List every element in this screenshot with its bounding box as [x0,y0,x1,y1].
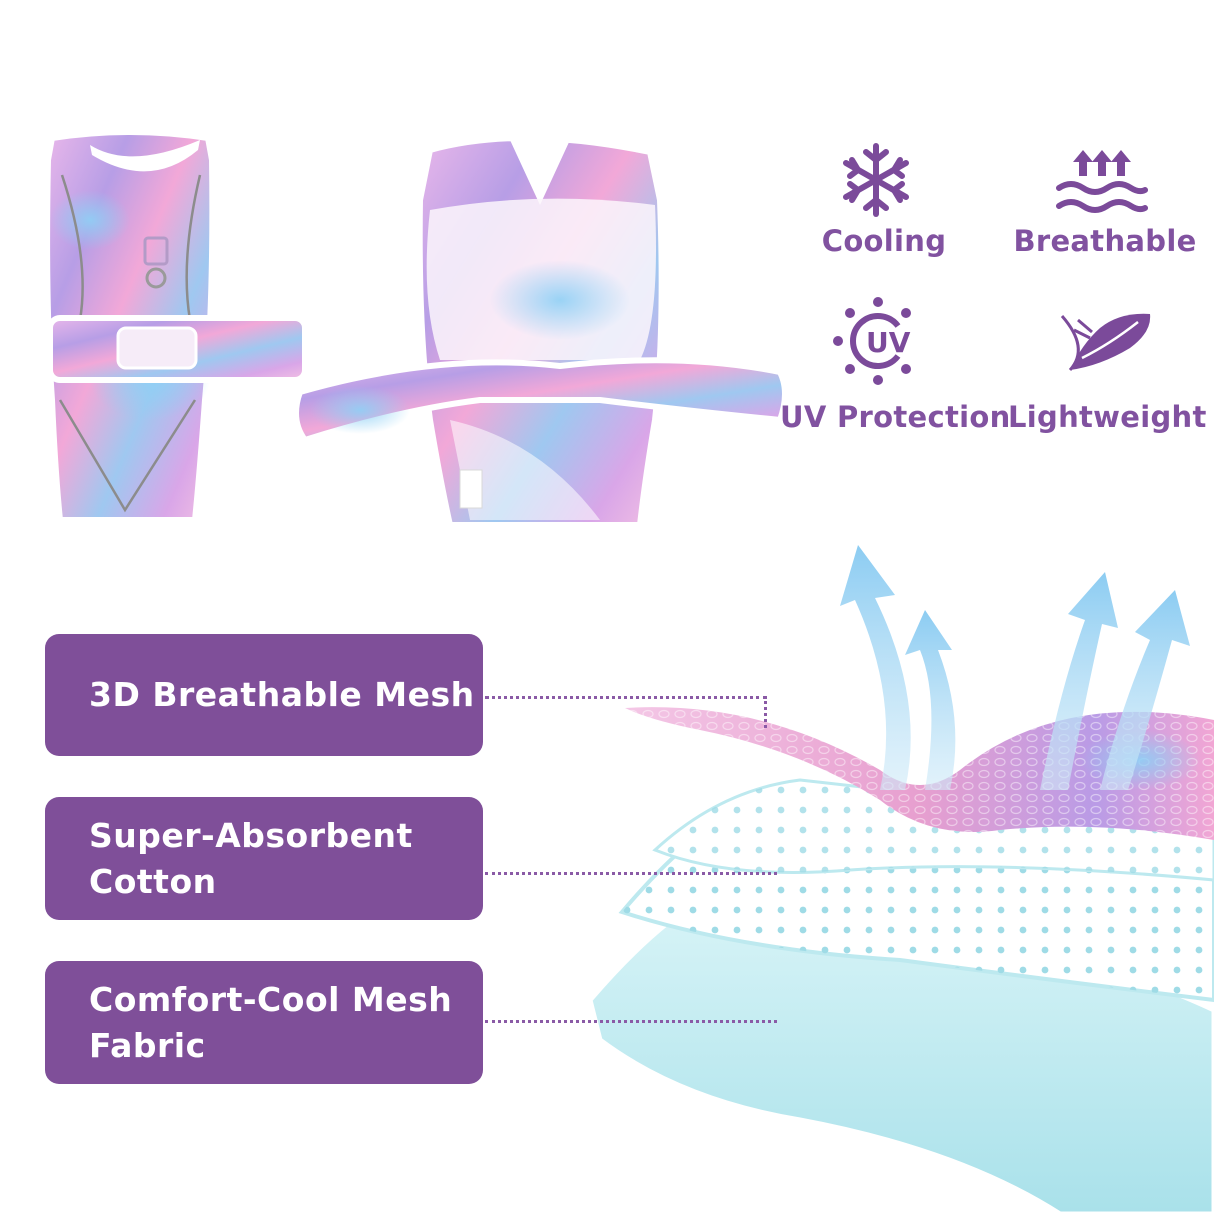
leader-line-mesh-vertical [764,696,767,728]
layer-label-comfort-mesh: Comfort-Cool Mesh Fabric [45,961,483,1084]
feature-label-cooling: Cooling [821,224,947,258]
feature-label-breathable: Breathable [1013,224,1197,258]
layer-label-text: Super-Absorbent [89,815,413,855]
vest-back-view [293,134,788,528]
fabric-layers-illustration [587,707,1214,1214]
layer-label-text: 3D Breathable Mesh [89,675,475,714]
uv-sun-icon: UV [833,297,911,385]
layer-label-3d-mesh: 3D Breathable Mesh [45,634,483,756]
feature-label-uv-protection: UV Protection [780,400,1011,434]
layer-label-text: Fabric [89,1025,206,1065]
leader-line-cotton [485,872,777,875]
layer-label-absorbent-cotton: Super-Absorbent Cotton [45,797,483,920]
vest-front-view [44,129,308,523]
breathable-waves-icon [1056,150,1148,213]
feature-label-lightweight: Lightweight [1008,400,1207,434]
leader-line-mesh [485,696,767,699]
airflow-arrows [840,545,1190,790]
leader-line-comfort [485,1020,777,1023]
feather-icon [1060,313,1151,372]
layer-label-text: Comfort-Cool Mesh [89,979,453,1019]
svg-text:UV: UV [866,326,911,359]
snowflake-icon [843,143,909,217]
layer-label-text: Cotton [89,861,217,901]
